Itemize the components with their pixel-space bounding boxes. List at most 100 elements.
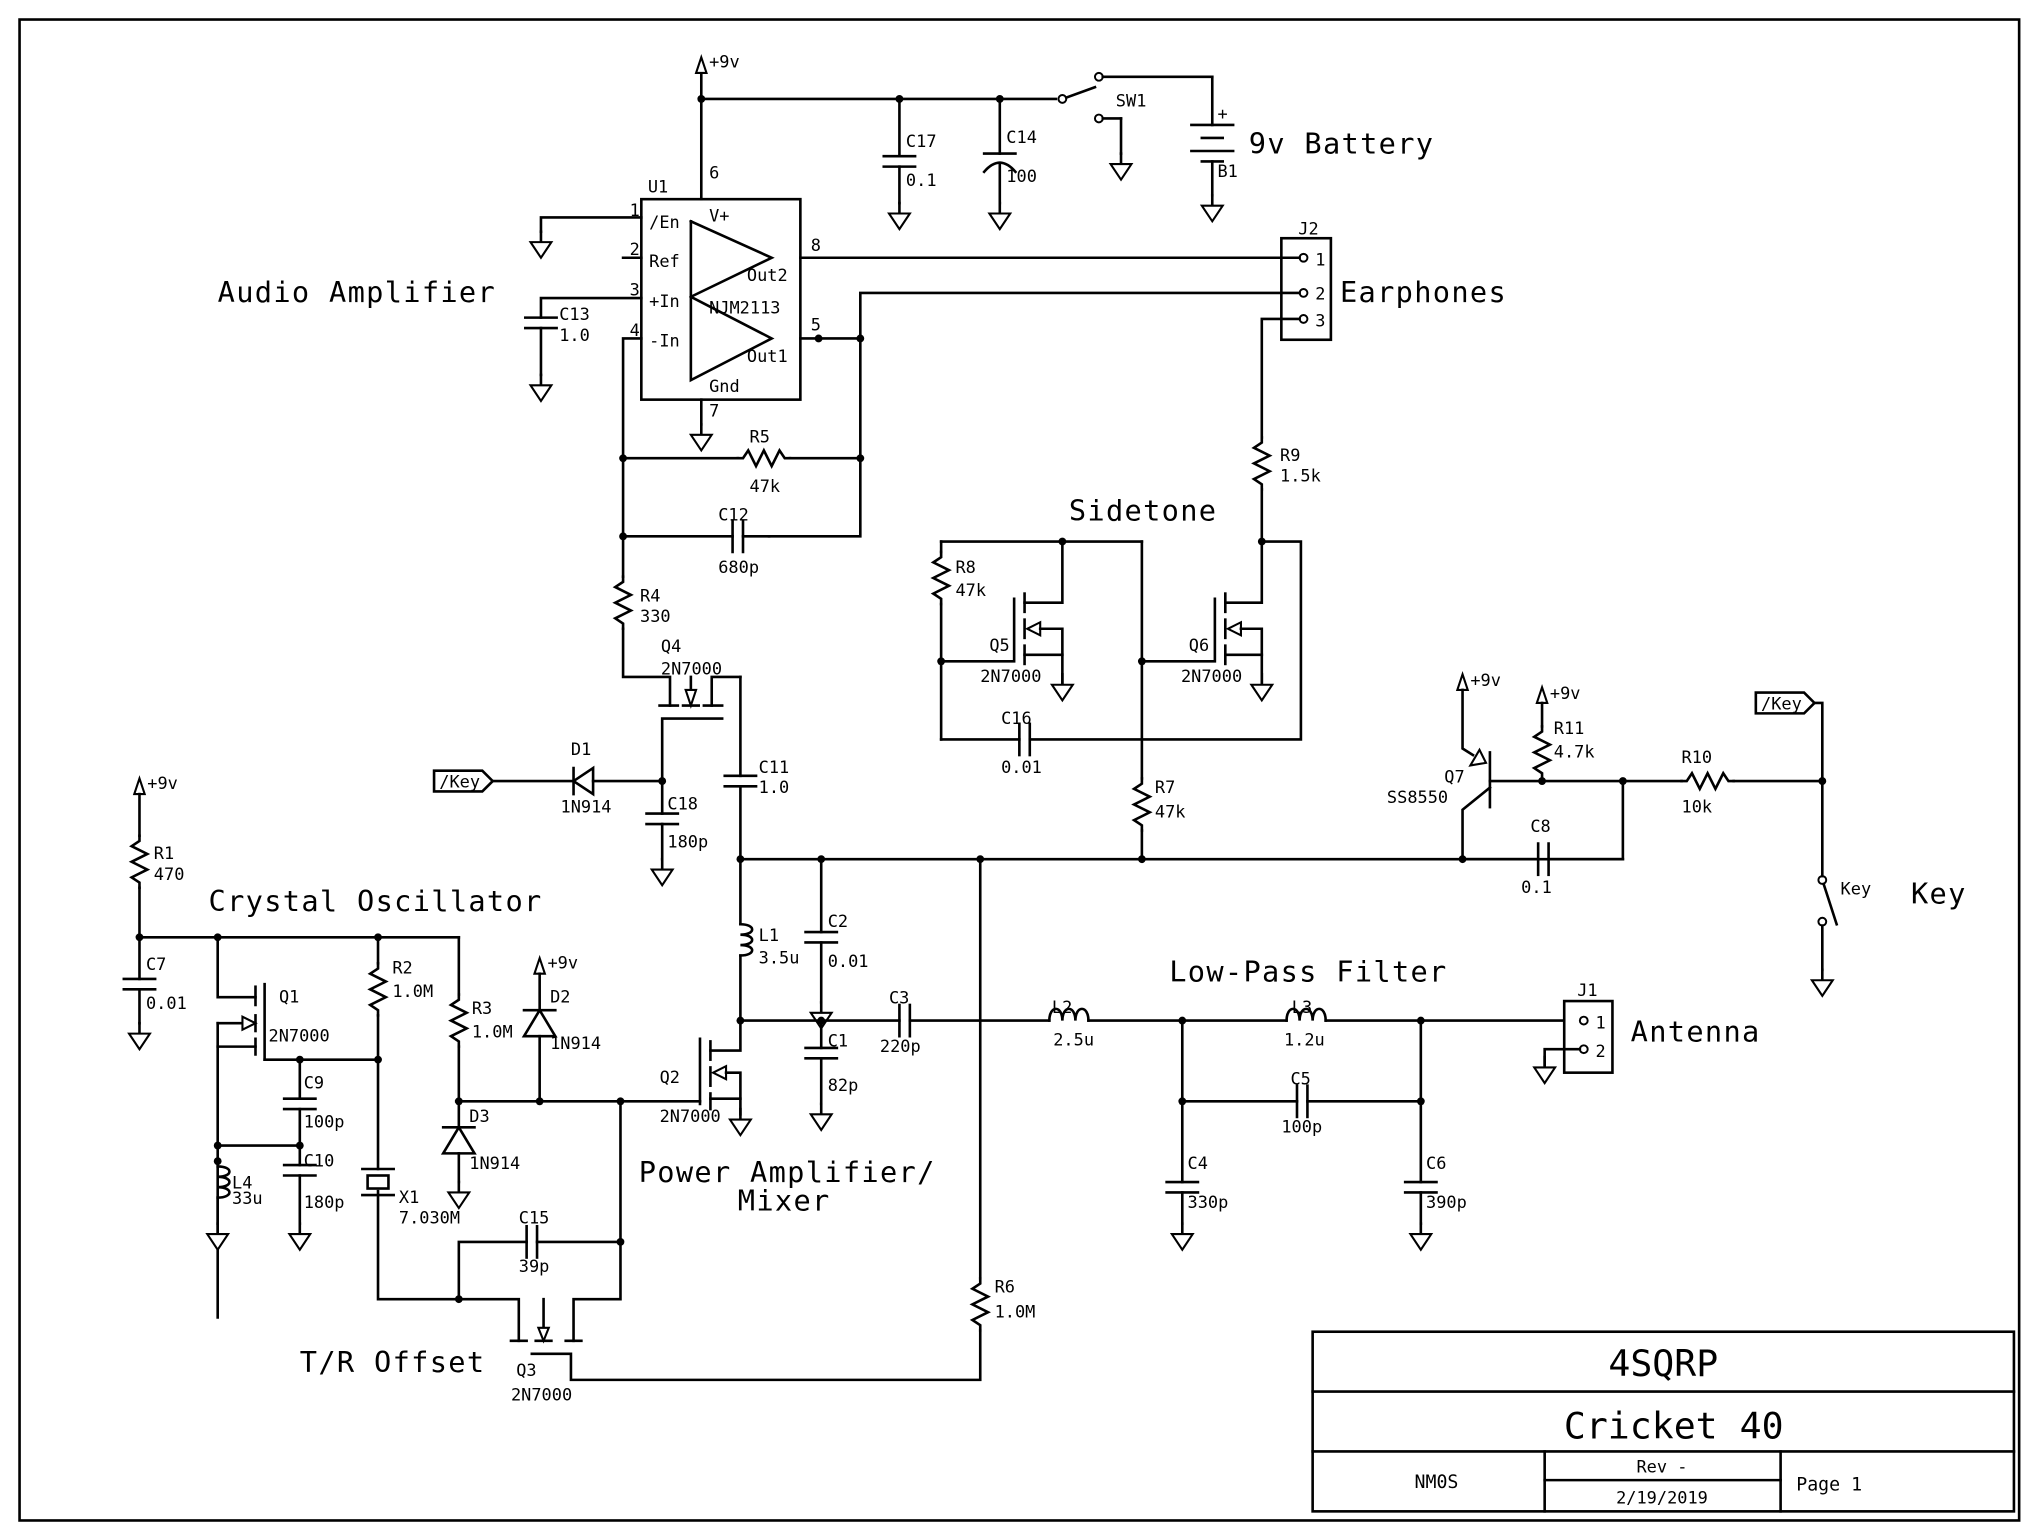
svg-text:C9: C9 xyxy=(304,1072,324,1092)
svg-text:180p: 180p xyxy=(667,831,708,851)
svg-text:0.01: 0.01 xyxy=(1001,757,1042,777)
svg-text:Gnd: Gnd xyxy=(709,376,740,396)
svg-text:0.1: 0.1 xyxy=(1521,877,1552,897)
svg-text:R9: R9 xyxy=(1280,445,1300,465)
svg-text:+In: +In xyxy=(649,291,680,311)
svg-text:Q2: Q2 xyxy=(660,1067,680,1087)
section-mixer: Mixer xyxy=(738,1184,831,1218)
section-key: Key xyxy=(1911,876,1967,910)
svg-text:D2: D2 xyxy=(550,986,570,1006)
sidetone-oscillator: R8 47k Q5 2N7000 Q6 2N7000 C16 0.01 xyxy=(932,537,1303,861)
svg-text:C2: C2 xyxy=(828,911,848,931)
svg-text:Q1: Q1 xyxy=(279,986,299,1006)
svg-text:Q3: Q3 xyxy=(516,1360,536,1380)
power-rail: +9v 6 xyxy=(695,52,1058,201)
vcc-label: +9v xyxy=(709,52,740,72)
svg-text:100p: 100p xyxy=(304,1111,345,1131)
svg-text:R11: R11 xyxy=(1554,718,1585,738)
title-author: NM0S xyxy=(1415,1472,1459,1493)
svg-text:-In: -In xyxy=(649,330,680,350)
svg-text:220p: 220p xyxy=(880,1036,921,1056)
svg-text:SS8550: SS8550 xyxy=(1387,787,1448,807)
svg-text:V+: V+ xyxy=(709,205,729,225)
svg-text:Q7: Q7 xyxy=(1444,766,1464,786)
svg-text:R7: R7 xyxy=(1155,777,1175,797)
svg-text:Out2: Out2 xyxy=(747,265,788,285)
svg-text:1: 1 xyxy=(1596,1012,1606,1032)
svg-text:2.5u: 2.5u xyxy=(1053,1029,1094,1049)
svg-text:NJM2113: NJM2113 xyxy=(709,298,780,318)
svg-text:1N914: 1N914 xyxy=(469,1153,520,1173)
svg-text:0.01: 0.01 xyxy=(146,993,187,1013)
svg-text:1: 1 xyxy=(630,200,640,220)
svg-text:U1: U1 xyxy=(648,177,668,197)
svg-text:D1: D1 xyxy=(571,739,591,759)
crystal-oscillator: +9v R1 470 C7 0.01 Q1 2N7000 xyxy=(122,773,601,1319)
section-sidetone: Sidetone xyxy=(1069,494,1217,528)
svg-text:2: 2 xyxy=(1315,283,1325,303)
net-label-key xyxy=(432,769,495,793)
svg-text:470: 470 xyxy=(154,864,185,884)
svg-text:R3: R3 xyxy=(472,998,492,1018)
title-page: Page 1 xyxy=(1796,1475,1862,1496)
connector-j2: J2 1 2 3 xyxy=(1280,218,1333,342)
title-date: 2/19/2019 xyxy=(1616,1488,1708,1508)
svg-text:R10: R10 xyxy=(1682,747,1713,767)
svg-text:C17: C17 xyxy=(906,131,937,151)
svg-text:C12: C12 xyxy=(718,505,749,525)
power-amplifier: L1 3.5u C2 0.01 C1 82p C3 220p xyxy=(454,857,1051,1137)
svg-text:+9v: +9v xyxy=(547,953,578,973)
svg-text:/Key: /Key xyxy=(439,772,480,792)
svg-text:C6: C6 xyxy=(1426,1153,1446,1173)
svg-text:Ref: Ref xyxy=(649,251,680,271)
svg-text:47k: 47k xyxy=(750,476,781,496)
svg-text:L1: L1 xyxy=(759,925,779,945)
section-earphones: Earphones xyxy=(1340,275,1507,309)
svg-text:R6: R6 xyxy=(995,1277,1015,1297)
title-rev: Rev - xyxy=(1636,1456,1687,1476)
svg-text:C5: C5 xyxy=(1290,1068,1310,1088)
svg-text:Q4: Q4 xyxy=(661,636,681,656)
svg-text:1N914: 1N914 xyxy=(561,796,612,816)
svg-text:C18: C18 xyxy=(667,794,698,814)
svg-text:R2: R2 xyxy=(392,958,412,978)
svg-text:L4: L4 xyxy=(232,1173,252,1193)
svg-text:D3: D3 xyxy=(469,1106,489,1126)
key-input-network: /Key D1 1N914 C18 180p xyxy=(432,739,708,887)
svg-text:J1: J1 xyxy=(1577,980,1597,1000)
svg-text:1: 1 xyxy=(1315,250,1325,270)
title-organization: 4SQRP xyxy=(1608,1342,1718,1385)
svg-text:1N914: 1N914 xyxy=(550,1033,601,1053)
svg-text:Out1: Out1 xyxy=(747,346,788,366)
svg-text:7: 7 xyxy=(709,401,719,421)
svg-text:X1: X1 xyxy=(399,1187,419,1207)
low-pass-filter: L2 2.5u L3 1.2u C5 100p C4 330p C6 390p xyxy=(1048,997,1566,1252)
u1-pin6: 6 xyxy=(709,162,719,182)
net-label-key-right xyxy=(1754,691,1817,715)
svg-text:C1: C1 xyxy=(828,1031,848,1051)
svg-text:2N7000: 2N7000 xyxy=(980,666,1041,686)
svg-text:1.0M: 1.0M xyxy=(995,1301,1036,1321)
svg-text:10k: 10k xyxy=(1682,796,1713,816)
svg-text:C14: C14 xyxy=(1006,127,1037,147)
svg-text:C10: C10 xyxy=(304,1150,335,1170)
section-audio-amplifier: Audio Amplifier xyxy=(218,275,496,309)
section-tr-offset: T/R Offset xyxy=(300,1345,486,1379)
capacitor-c11: C11 1.0 xyxy=(723,675,789,861)
section-battery: 9v Battery xyxy=(1249,127,1435,161)
svg-text:R8: R8 xyxy=(955,557,975,577)
capacitor-c17: C17 0.1 xyxy=(882,97,937,231)
svg-text:4.7k: 4.7k xyxy=(1554,742,1595,762)
svg-text:Q6: Q6 xyxy=(1189,635,1209,655)
svg-text:/En: /En xyxy=(649,212,680,232)
capacitor-c13: C13 1.0 xyxy=(524,296,643,403)
svg-text:3: 3 xyxy=(630,280,640,300)
svg-text:0.1: 0.1 xyxy=(906,170,937,190)
section-low-pass-filter: Low-Pass Filter xyxy=(1169,955,1447,989)
svg-text:C3: C3 xyxy=(889,988,909,1008)
svg-text:R1: R1 xyxy=(154,843,174,863)
svg-text:47k: 47k xyxy=(955,580,986,600)
svg-text:330: 330 xyxy=(640,606,671,626)
svg-text:B1: B1 xyxy=(1217,161,1237,181)
